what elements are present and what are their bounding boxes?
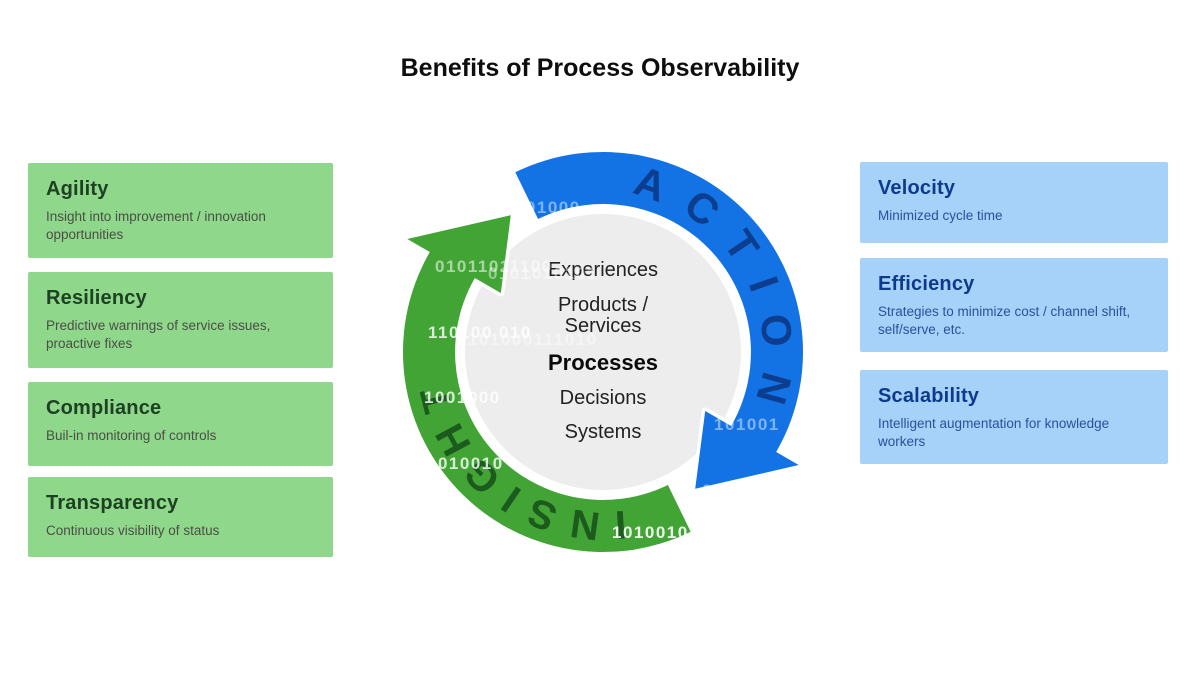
card-desc: Intelligent augmentation for knowledge w… (878, 416, 1110, 450)
center-item-products-services: Products / Services (557, 293, 649, 338)
binary-overlay-bottom: 101001010101010101 001001000000 01010010… (612, 523, 810, 673)
binary-overlay-top: 0101000 0101010101 101000111010 (468, 198, 598, 349)
benefit-card-agility: Agility Insight into improvement / innov… (28, 163, 333, 258)
card-desc: Strategies to minimize cost / channel sh… (878, 304, 1131, 338)
action-arrow (515, 151, 804, 493)
center-item-experiences: Experiences (547, 259, 659, 281)
card-title: Scalability (878, 385, 980, 407)
card-desc: Minimized cycle time (878, 208, 1003, 223)
center-item-decisions: Decisions (559, 386, 647, 409)
card-desc: Buil-in monitoring of controls (46, 428, 217, 443)
benefit-card-efficiency: Efficiency Strategies to minimize cost /… (860, 258, 1168, 352)
benefit-card-resiliency: Resiliency Predictive warnings of servic… (28, 272, 333, 368)
card-desc: Insight into improvement / innovation op… (46, 209, 266, 243)
cycle-arrows-svg: ACTION INSIGHT (402, 151, 804, 553)
center-circle (465, 214, 741, 490)
benefit-card-velocity: Velocity Minimized cycle time (860, 162, 1168, 243)
card-title: Efficiency (878, 273, 975, 295)
binary-overlay-left: 01011011100 110100 010 1001000 1010010 0… (424, 257, 553, 538)
card-title: Compliance (46, 397, 162, 419)
card-desc: Continuous visibility of status (46, 523, 220, 538)
benefit-card-compliance: Compliance Buil-in monitoring of control… (28, 382, 333, 466)
center-items: Experiences Products / Services Processe… (453, 259, 753, 444)
card-title: Velocity (878, 177, 956, 199)
benefit-card-scalability: Scalability Intelligent augmentation for… (860, 370, 1168, 464)
benefit-card-transparency: Transparency Continuous visibility of st… (28, 477, 333, 557)
cycle-diagram: ACTION INSIGHT Experiences Products / Se… (373, 122, 833, 673)
insight-arrow (402, 211, 691, 553)
page-title: Benefits of Process Observability (400, 54, 800, 82)
card-desc: Predictive warnings of service issues, p… (46, 318, 271, 352)
card-title: Transparency (46, 492, 179, 514)
center-item-processes: Processes (547, 349, 659, 375)
card-title: Agility (46, 178, 109, 200)
card-title: Resiliency (46, 287, 147, 309)
center-item-systems: Systems (564, 421, 642, 444)
